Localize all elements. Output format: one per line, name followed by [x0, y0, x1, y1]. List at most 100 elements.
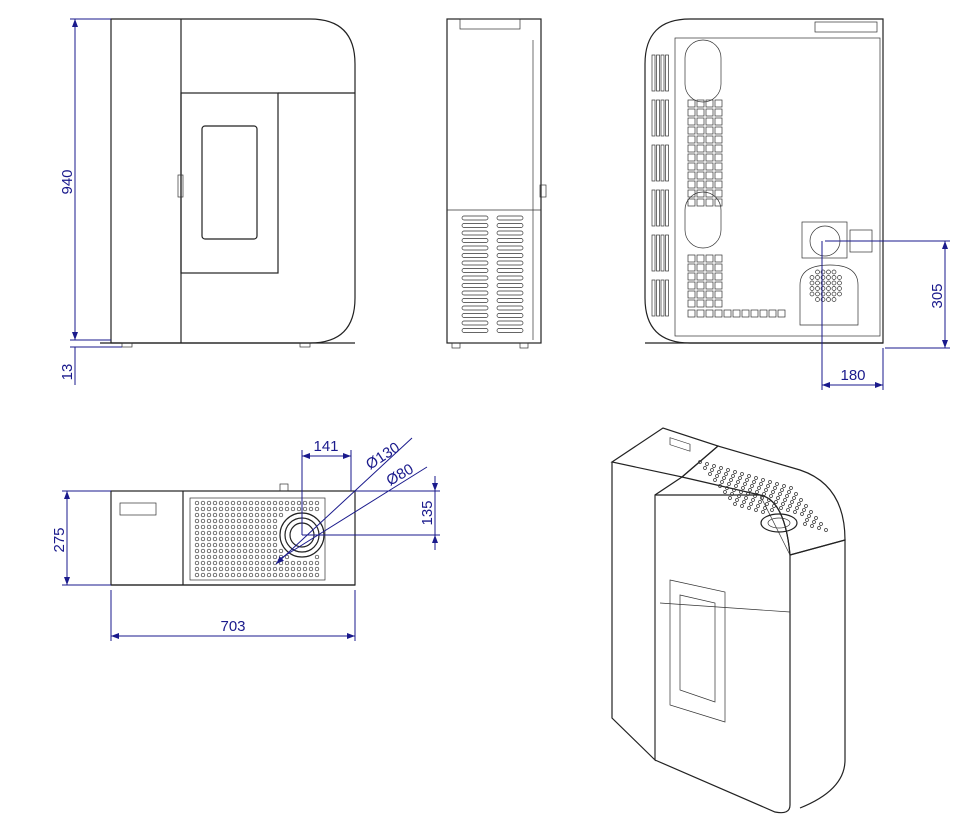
pattern-mark	[714, 198, 723, 207]
pattern-mark	[705, 162, 714, 171]
door	[180, 92, 279, 274]
pattern-mark	[651, 144, 656, 182]
pattern-mark	[272, 566, 278, 572]
side-view	[446, 18, 547, 349]
pattern-mark	[809, 510, 813, 514]
pattern-mark	[778, 492, 782, 496]
pattern-mark	[314, 554, 320, 560]
pattern-mark	[206, 542, 212, 548]
pattern-mark	[461, 223, 489, 228]
pattern-mark	[302, 572, 308, 578]
pattern-mark	[290, 566, 296, 572]
pattern-mark	[296, 566, 302, 572]
pattern-mark	[218, 524, 224, 530]
pattern-mark	[727, 482, 731, 486]
pattern-mark	[224, 518, 230, 524]
pattern-mark	[260, 572, 266, 578]
pattern-mark	[230, 524, 236, 530]
pattern-mark	[302, 506, 308, 512]
pattern-mark	[230, 530, 236, 536]
pattern-mark	[212, 518, 218, 524]
pattern-mark	[767, 498, 771, 502]
pattern-mark	[230, 506, 236, 512]
pattern-mark	[696, 171, 705, 180]
pattern-mark	[705, 290, 714, 299]
pattern-mark	[732, 488, 736, 492]
pattern-mark	[790, 500, 794, 504]
pattern-mark	[775, 482, 779, 486]
pattern-mark	[815, 269, 820, 275]
pattern-mark	[194, 542, 200, 548]
pattern-mark	[260, 524, 266, 530]
pattern-mark	[754, 476, 758, 480]
pattern-mark	[248, 536, 254, 542]
pattern-mark	[820, 280, 826, 286]
pattern-mark	[278, 548, 284, 554]
pattern-mark	[656, 234, 660, 272]
pattern-mark	[314, 560, 320, 566]
pattern-mark	[194, 560, 200, 566]
pattern-mark	[705, 189, 714, 198]
pattern-mark	[755, 490, 759, 494]
pattern-mark	[224, 554, 230, 560]
pattern-mark	[194, 572, 200, 578]
pattern-mark	[218, 518, 224, 524]
pattern-mark	[260, 554, 266, 560]
pattern-mark	[230, 500, 236, 506]
pattern-mark	[200, 566, 206, 572]
pattern-mark	[284, 566, 290, 572]
pattern-mark	[770, 508, 774, 512]
pattern-mark	[496, 268, 524, 273]
pattern-mark	[772, 504, 776, 508]
pattern-mark	[795, 506, 799, 510]
pattern-mark	[687, 117, 696, 126]
pattern-mark	[200, 506, 206, 512]
pattern-mark	[745, 478, 749, 482]
pattern-mark	[224, 530, 230, 536]
pattern-mark	[793, 510, 797, 514]
pattern-mark	[788, 504, 792, 508]
pattern-mark	[738, 476, 742, 480]
pattern-mark	[461, 283, 489, 288]
pattern-mark	[660, 189, 665, 227]
pattern-mark	[290, 500, 296, 506]
pattern-mark	[733, 470, 737, 474]
pattern-mark	[728, 496, 732, 500]
pattern-mark	[741, 486, 745, 490]
pattern-mark	[230, 566, 236, 572]
pattern-mark	[200, 518, 206, 524]
pattern-mark	[800, 512, 804, 516]
pattern-mark	[206, 548, 212, 554]
pattern-mark	[815, 286, 820, 291]
pattern-mark	[698, 460, 702, 464]
pattern-mark	[242, 524, 248, 530]
pattern-mark	[705, 254, 714, 263]
pattern-mark	[804, 504, 808, 508]
pattern-mark	[837, 280, 842, 286]
pattern-mark	[803, 522, 807, 526]
pattern-mark	[260, 542, 266, 548]
pattern-mark	[730, 492, 734, 496]
pattern-mark	[831, 291, 837, 297]
pattern-mark	[206, 530, 212, 536]
pattern-mark	[200, 542, 206, 548]
pattern-mark	[308, 566, 314, 572]
pattern-mark	[696, 189, 705, 198]
pattern-mark	[748, 488, 752, 492]
pattern-mark	[212, 512, 218, 518]
pattern-mark	[705, 272, 714, 281]
pattern-mark	[278, 572, 284, 578]
pattern-mark	[278, 560, 284, 566]
pattern-mark	[218, 560, 224, 566]
pattern-mark	[794, 492, 798, 496]
pattern-mark	[720, 480, 724, 484]
pattern-mark	[230, 518, 236, 524]
pattern-mark	[660, 99, 665, 137]
pattern-mark	[218, 506, 224, 512]
pattern-mark	[729, 478, 733, 482]
pattern-mark	[773, 486, 777, 490]
pattern-mark	[826, 275, 831, 280]
pattern-mark	[814, 516, 818, 520]
pattern-mark	[254, 542, 260, 548]
pattern-mark	[260, 512, 266, 518]
